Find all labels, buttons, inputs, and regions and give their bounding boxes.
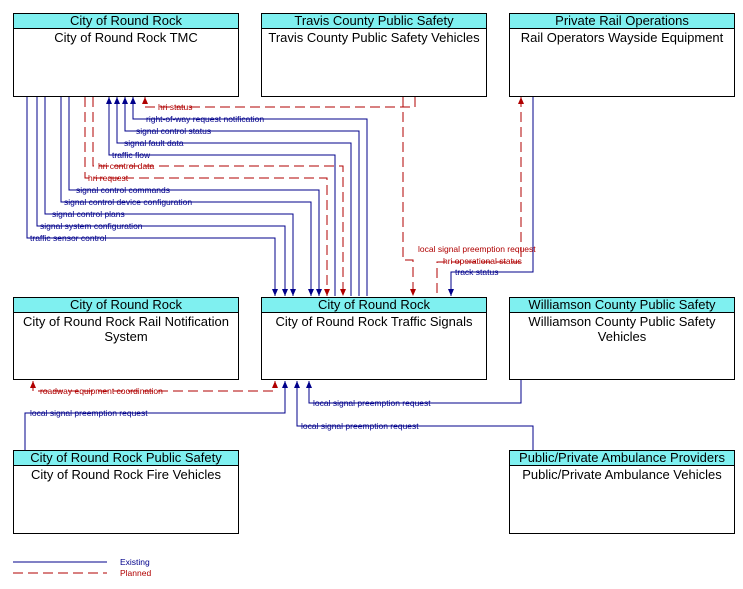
flow-label-signal-system-config: signal system configuration [40, 221, 143, 231]
legend-planned-label: Planned [120, 568, 151, 578]
flow-label-signal-device-config: signal control device configuration [64, 197, 192, 207]
flow-label-lspr-williamson: local signal preemption request [313, 398, 431, 408]
flow-line-signal-system-config [36, 97, 286, 296]
element-williamson[interactable]: Williamson County Public Safety Williams… [509, 297, 735, 380]
flow-label-row-request: right-of-way request notification [146, 114, 264, 124]
flow-label-lspr-travis: local signal preemption request [418, 244, 536, 254]
element-name: Williamson County Public Safety Vehicles [528, 314, 716, 344]
stakeholder-label: Private Rail Operations [510, 14, 734, 29]
legend-existing-label: Existing [120, 557, 150, 567]
flow-line-row-request [132, 97, 368, 296]
flow-label-hri-request: hri request [88, 173, 129, 183]
arrow-lspr-fire [282, 381, 288, 388]
flow-line-lspr-ambulance [296, 381, 534, 450]
arrow-lspr-williamson [306, 381, 312, 388]
flow-label-signal-control-commands: signal control commands [76, 185, 170, 195]
flow-line-lspr-williamson [308, 380, 522, 404]
flow-label-traffic-sensor-control: traffic sensor control [30, 233, 106, 243]
element-ambulance[interactable]: Public/Private Ambulance Providers Publi… [509, 450, 735, 534]
flow-label-traffic-flow: traffic flow [112, 150, 151, 160]
stakeholder-label: City of Round Rock [14, 14, 238, 29]
arrow-lspr-travis [410, 289, 416, 296]
element-fire[interactable]: City of Round Rock Public Safety City of… [13, 450, 239, 534]
flow-label-lspr-ambulance: local signal preemption request [301, 421, 419, 431]
arrow-signal-device-config [308, 289, 314, 296]
legend: Existing Planned [13, 557, 151, 578]
arrow-hri-status [142, 97, 148, 104]
flow-label-lspr-fire: local signal preemption request [30, 408, 148, 418]
flow-label-signal-fault-data: signal fault data [124, 138, 184, 148]
arrow-roadway-coord-right [272, 381, 278, 388]
arrow-signal-fault-data [114, 97, 120, 104]
flow-label-signal-control-status: signal control status [136, 126, 211, 136]
stakeholder-label: City of Round Rock [262, 298, 486, 313]
flow-line-signal-control-commands [68, 97, 320, 296]
arrow-hri-request [324, 289, 330, 296]
element-name: City of Round Rock TMC [54, 30, 198, 45]
element-rail[interactable]: Private Rail Operations Rail Operators W… [509, 13, 735, 97]
flow-line-signal-fault-data [116, 97, 352, 296]
element-name: City of Round Rock Fire Vehicles [30, 467, 222, 482]
flow-label-roadway-coord: roadway equipment coordination [40, 386, 163, 396]
arrow-track-status [448, 289, 454, 296]
element-railnotif[interactable]: City of Round Rock City of Round Rock Ra… [13, 297, 239, 380]
arrow-row-request [130, 97, 136, 104]
stakeholder-label: Public/Private Ambulance Providers [510, 451, 734, 466]
flow-line-hri-request [84, 97, 328, 296]
arrow-roadway-coord-left [30, 381, 36, 388]
element-name: City of Round Rock Rail Notification Sys… [23, 314, 229, 344]
arrow-traffic-sensor-control [272, 289, 278, 296]
flow-line-signal-control-plans [44, 97, 294, 296]
arrow-traffic-flow [106, 97, 112, 104]
arrow-signal-control-plans [290, 289, 296, 296]
flow-line-lspr-fire [24, 381, 286, 450]
flow-label-signal-control-plans: signal control plans [52, 209, 125, 219]
flow-label-track-status: track status [455, 267, 498, 277]
element-travis[interactable]: Travis County Public Safety Travis Count… [261, 13, 487, 97]
arrow-hri-operational-status [518, 97, 524, 104]
arrow-signal-control-status [122, 97, 128, 104]
element-name: Travis County Public Safety Vehicles [268, 30, 480, 45]
element-signals[interactable]: City of Round Rock City of Round Rock Tr… [261, 297, 487, 380]
flow-label-hri-operational-status: hri operational status [443, 256, 522, 266]
stakeholder-label: City of Round Rock [14, 298, 238, 313]
flow-label-hri-status: hri status [158, 102, 193, 112]
stakeholder-label: Williamson County Public Safety [510, 298, 734, 313]
flow-line-traffic-sensor-control [26, 97, 276, 296]
element-name: City of Round Rock Traffic Signals [275, 314, 473, 329]
element-tmc[interactable]: City of Round Rock City of Round Rock TM… [13, 13, 239, 97]
flow-line-signal-device-config [60, 97, 312, 296]
flow-line-track-status [450, 97, 534, 296]
element-name: Rail Operators Wayside Equipment [520, 30, 724, 45]
arrow-signal-control-commands [316, 289, 322, 296]
flow-line-hri-operational-status [436, 97, 522, 296]
arrow-lspr-ambulance [294, 381, 300, 388]
stakeholder-label: City of Round Rock Public Safety [14, 451, 238, 466]
arrow-signal-system-config [282, 289, 288, 296]
stakeholder-label: Travis County Public Safety [262, 14, 486, 29]
flow-line-signal-control-status [124, 97, 360, 296]
element-name: Public/Private Ambulance Vehicles [522, 467, 722, 482]
flow-line-lspr-travis [402, 97, 414, 296]
arrow-hri-control-data [340, 289, 346, 296]
flow-line-traffic-flow [108, 97, 336, 296]
flow-line-hri-control-data [92, 97, 344, 296]
flow-label-hri-control-data: hri control data [98, 161, 154, 171]
